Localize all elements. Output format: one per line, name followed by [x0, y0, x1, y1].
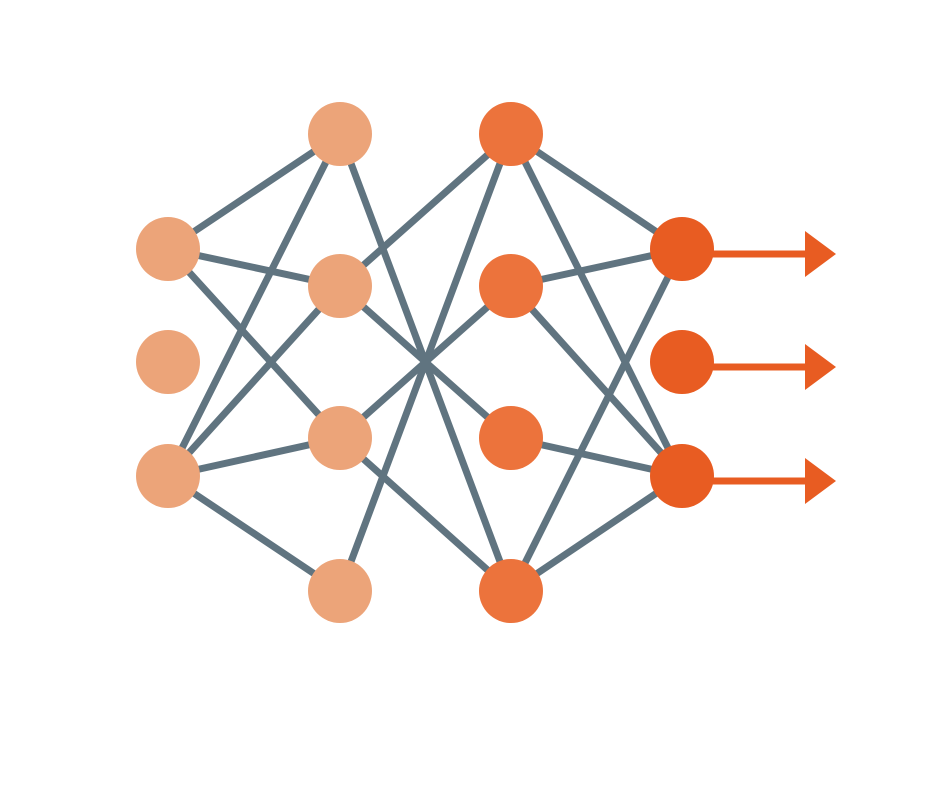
connection-in-0-to-h1-2 — [164, 245, 344, 442]
output-arrow-head — [805, 458, 836, 504]
connection-h2-3-to-out-0 — [507, 245, 686, 595]
hidden-1-node-3 — [308, 559, 372, 623]
connection-h2-1-to-out-2 — [507, 282, 686, 480]
connection-h1-1-to-h2-0 — [336, 130, 515, 290]
connection-h2-0-to-out-0 — [507, 130, 686, 253]
hidden-2-node-0 — [479, 102, 543, 166]
connection-in-2-to-h1-1 — [164, 282, 344, 480]
connection-in-2-to-h1-0 — [164, 130, 344, 480]
input-node-1 — [136, 330, 200, 394]
connection-h1-3-to-h2-0 — [336, 130, 515, 595]
output-node-2 — [650, 444, 714, 508]
output-node-1 — [650, 330, 714, 394]
hidden-2-node-2 — [479, 406, 543, 470]
connection-in-0-to-h1-0 — [164, 130, 344, 253]
output-arrow-head — [805, 231, 836, 277]
hidden-1-node-1 — [308, 254, 372, 318]
hidden-1-node-2 — [308, 406, 372, 470]
connection-h2-0-to-out-2 — [507, 130, 686, 480]
connection-h1-2-to-h2-3 — [336, 434, 515, 595]
hidden-2-node-3 — [479, 559, 543, 623]
input-node-0 — [136, 217, 200, 281]
nodes-layer — [136, 102, 714, 623]
output-arrow-head — [805, 344, 836, 390]
connection-in-2-to-h1-3 — [164, 472, 344, 595]
input-node-2 — [136, 444, 200, 508]
output-node-0 — [650, 217, 714, 281]
connection-h2-3-to-out-2 — [507, 472, 686, 595]
hidden-1-node-0 — [308, 102, 372, 166]
hidden-2-node-1 — [479, 254, 543, 318]
